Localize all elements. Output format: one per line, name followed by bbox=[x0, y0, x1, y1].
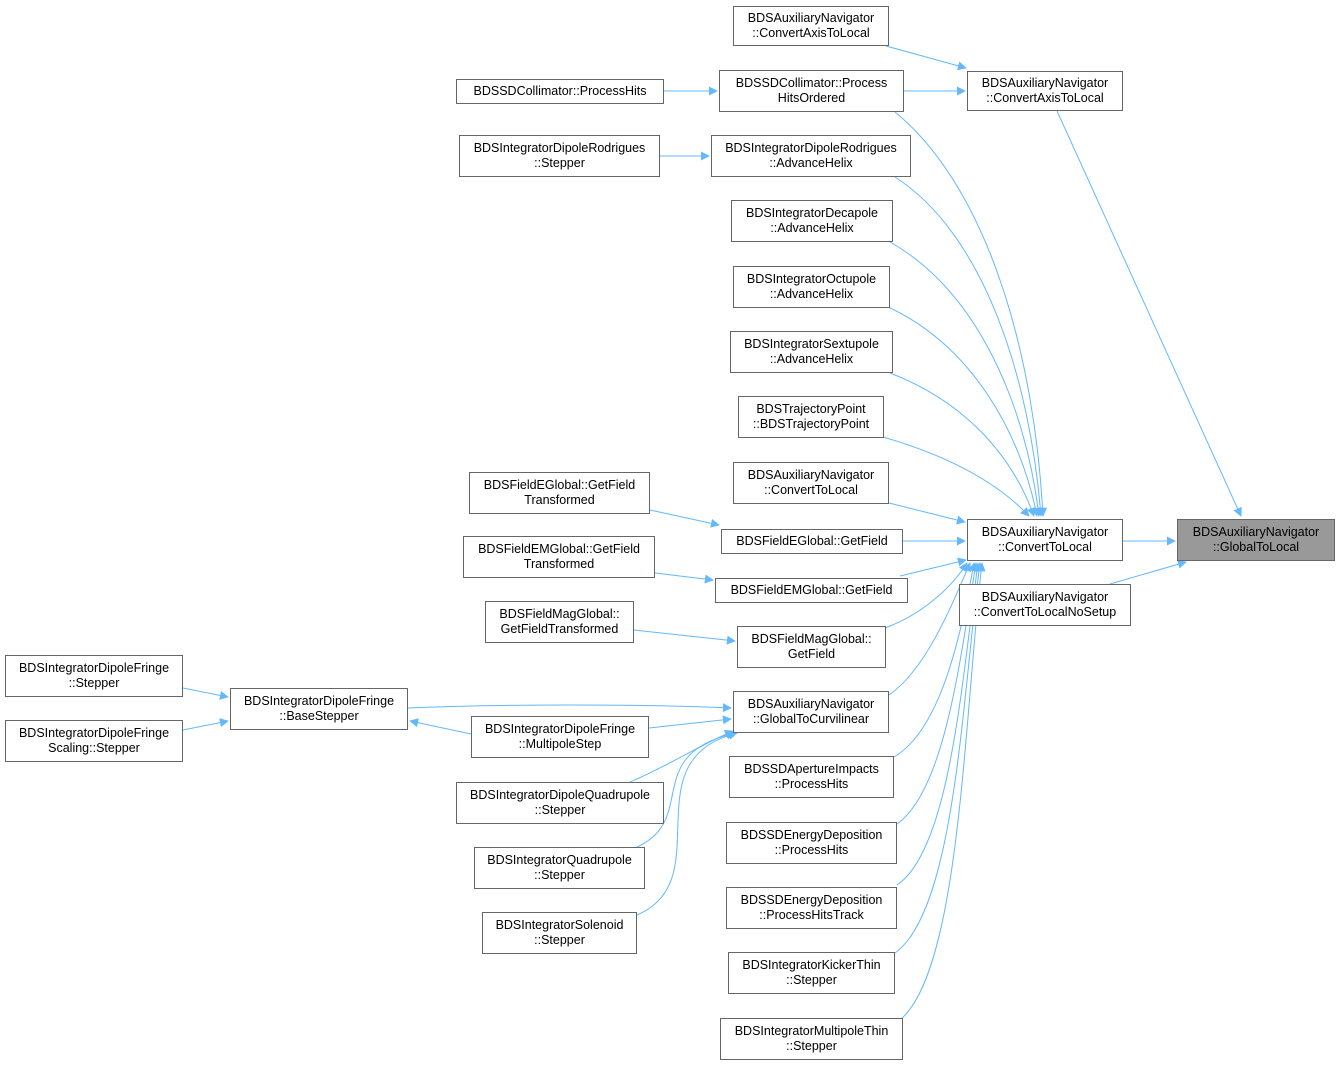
node-solenoid-stepper[interactable]: BDSIntegratorSolenoid::Stepper bbox=[482, 912, 637, 954]
edge-emfield-transformed-to-get-field bbox=[654, 572, 714, 584]
edge-convert-to-local-overload-to-convert-to-local bbox=[888, 502, 966, 525]
edge-no-setup-to-global-to-local bbox=[1109, 559, 1187, 585]
edge-magfield-get-field-to-convert-to-local bbox=[884, 562, 968, 629]
edge-magfield-transformed-to-get-field bbox=[633, 629, 736, 645]
node-quadrupole-stepper[interactable]: BDSIntegratorQuadrupole::Stepper bbox=[474, 847, 645, 889]
node-multipole-thin-stepper[interactable]: BDSIntegratorMultipoleThin::Stepper bbox=[720, 1018, 903, 1060]
node-dipole-rodrigues-stepper[interactable]: BDSIntegratorDipoleRodrigues::Stepper bbox=[459, 135, 660, 177]
node-global-to-curvilinear[interactable]: BDSAuxiliaryNavigator::GlobalToCurviline… bbox=[733, 691, 889, 733]
edge-fringe-scaling-stepper-to-base-stepper bbox=[182, 718, 229, 731]
edge-process-hits-ordered-to-convert-to-local bbox=[894, 111, 1048, 517]
edge-solenoid-to-global-to-curvilinear bbox=[636, 730, 738, 916]
node-energy-deposition-process-hits[interactable]: BDSSDEnergyDeposition::ProcessHits bbox=[726, 822, 897, 864]
edge-global-to-curvilinear-to-convert-to-local bbox=[888, 562, 971, 696]
edge-octupole-to-convert-to-local bbox=[887, 306, 1040, 517]
node-sdcollimator-process-hits[interactable]: BDSSDCollimator::ProcessHits bbox=[456, 79, 664, 104]
edge-multipole-thin-to-convert-to-local bbox=[899, 562, 986, 1021]
edge-decapole-to-convert-to-local bbox=[889, 241, 1043, 517]
node-energy-deposition-process-hits-track[interactable]: BDSSDEnergyDeposition::ProcessHitsTrack bbox=[726, 887, 897, 929]
edge-trajectory-point-to-convert-to-local bbox=[882, 436, 1030, 517]
node-global-to-local: BDSAuxiliaryNavigator::GlobalToLocal bbox=[1177, 519, 1335, 561]
node-dipole-fringe-multipole-step[interactable]: BDSIntegratorDipoleFringe::MultipoleStep bbox=[471, 716, 649, 758]
edge-convert-axis-to-global-to-local bbox=[1056, 110, 1242, 517]
edge-dipole-quadrupole-to-global-to-curvilinear bbox=[629, 730, 734, 783]
node-convert-axis-to-local[interactable]: BDSAuxiliaryNavigator::ConvertAxisToLoca… bbox=[967, 71, 1123, 111]
node-trajectory-point[interactable]: BDSTrajectoryPoint::BDSTrajectoryPoint bbox=[738, 396, 884, 438]
edge-convert-axis-caller-to-convert-axis bbox=[885, 45, 967, 71]
node-dipole-fringe-base-stepper[interactable]: BDSIntegratorDipoleFringe::BaseStepper bbox=[230, 688, 408, 730]
node-convert-to-local-no-setup[interactable]: BDSAuxiliaryNavigator::ConvertToLocalNoS… bbox=[959, 584, 1131, 626]
edge-emfield-get-field-to-convert-to-local bbox=[899, 557, 967, 577]
node-dipole-quadrupole-stepper[interactable]: BDSIntegratorDipoleQuadrupole::Stepper bbox=[456, 782, 664, 824]
edge-rodrigues-helix-to-convert-to-local bbox=[894, 176, 1045, 517]
edge-efield-transformed-to-get-field bbox=[649, 509, 720, 528]
node-convert-axis-to-local-caller[interactable]: BDSAuxiliaryNavigator::ConvertAxisToLoca… bbox=[733, 6, 889, 46]
node-dipole-rodrigues-advance-helix[interactable]: BDSIntegratorDipoleRodrigues::AdvanceHel… bbox=[711, 135, 911, 177]
edge-sextupole-to-convert-to-local bbox=[889, 372, 1036, 517]
node-dipole-fringe-stepper[interactable]: BDSIntegratorDipoleFringe::Stepper bbox=[5, 655, 183, 697]
edge-multipole-step-to-base-stepper bbox=[409, 718, 472, 735]
node-convert-to-local[interactable]: BDSAuxiliaryNavigator::ConvertToLocal bbox=[967, 519, 1123, 561]
node-decapole-advance-helix[interactable]: BDSIntegratorDecapole::AdvanceHelix bbox=[731, 200, 893, 242]
node-magfield-get-field-transformed[interactable]: BDSFieldMagGlobal::GetFieldTransformed bbox=[485, 601, 634, 643]
node-convert-to-local-overload[interactable]: BDSAuxiliaryNavigator::ConvertToLocal bbox=[733, 462, 889, 504]
edge-base-stepper-to-global-to-curvilinear bbox=[407, 703, 732, 713]
edge-dipole-fringe-stepper-to-base-stepper bbox=[182, 687, 229, 700]
node-sextupole-advance-helix[interactable]: BDSIntegratorSextupole::AdvanceHelix bbox=[730, 331, 893, 373]
node-magfield-get-field[interactable]: BDSFieldMagGlobal::GetField bbox=[737, 626, 886, 668]
edge-multipole-step-to-global-to-curvilinear bbox=[648, 715, 732, 729]
node-aperture-impacts-process-hits[interactable]: BDSSDApertureImpacts::ProcessHits bbox=[729, 756, 894, 798]
node-emfield-get-field[interactable]: BDSFieldEMGlobal::GetField bbox=[715, 578, 908, 603]
node-efield-get-field[interactable]: BDSFieldEGlobal::GetField bbox=[721, 529, 903, 554]
node-octupole-advance-helix[interactable]: BDSIntegratorOctupole::AdvanceHelix bbox=[733, 266, 890, 308]
edge-quadrupole-to-global-to-curvilinear bbox=[634, 730, 736, 849]
node-kicker-thin-stepper[interactable]: BDSIntegratorKickerThin::Stepper bbox=[728, 952, 895, 994]
